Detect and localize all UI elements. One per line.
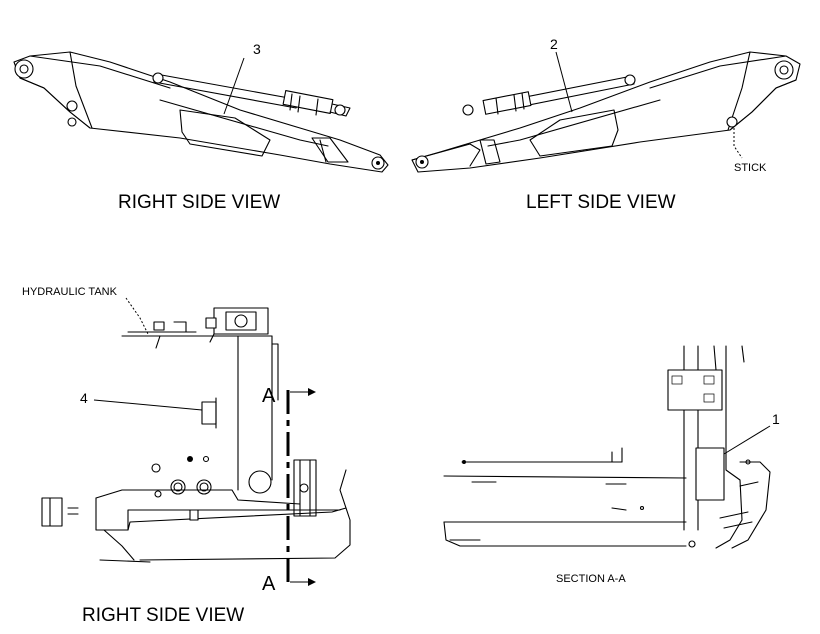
callout-3: 3 bbox=[253, 41, 261, 57]
section-marker-top: A bbox=[262, 385, 276, 407]
stick-left-side-view: STICK 2 LEFT SIDE VIEW bbox=[411, 36, 801, 213]
section-marker-bottom: A bbox=[262, 573, 276, 595]
hydraulic-tank-right-side-view: HYDRAULIC TANK 4 bbox=[22, 286, 351, 626]
callout-1: 1 bbox=[772, 411, 780, 427]
hydraulic-tank-label: HYDRAULIC TANK bbox=[22, 286, 118, 298]
bottom-left-view-caption: RIGHT SIDE VIEW bbox=[82, 605, 244, 626]
section-a-a-view: 1 SECTION A-A bbox=[443, 345, 780, 585]
top-right-view-caption: LEFT SIDE VIEW bbox=[526, 192, 676, 213]
callout-4: 4 bbox=[80, 390, 88, 406]
section-a-a-caption: SECTION A-A bbox=[556, 573, 626, 585]
stick-right-side-view: 3 RIGHT SIDE VIEW bbox=[13, 41, 389, 213]
callout-2: 2 bbox=[550, 36, 558, 52]
stick-label: STICK bbox=[734, 162, 767, 174]
top-left-view-caption: RIGHT SIDE VIEW bbox=[118, 192, 280, 213]
